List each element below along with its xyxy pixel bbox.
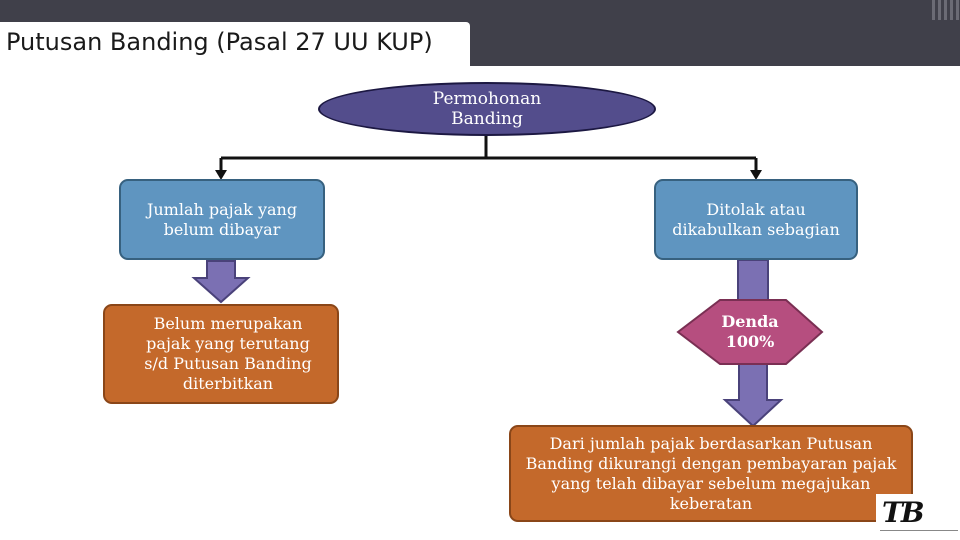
node-jumlah-pajak: Jumlah pajak yang belum dibayar (119, 179, 325, 260)
logo: TB (876, 494, 960, 540)
logo-mark: TB (882, 496, 924, 529)
left-arrowhead (215, 170, 227, 180)
node-ditolak: Ditolak atau dikabulkan sebagian (654, 179, 858, 260)
node-belum-terutang: Belum merupakan pajak yang terutang s/d … (103, 304, 339, 404)
right-block-arrow-lower (722, 355, 784, 428)
left-block-arrow (191, 260, 251, 304)
right-arrowhead (750, 170, 762, 180)
title-bar-accent (932, 0, 960, 20)
slide-title: Putusan Banding (Pasal 27 UU KUP) (0, 22, 470, 66)
logo-underline (880, 530, 958, 537)
node-denda: Denda 100% (721, 312, 779, 351)
node-dari-jumlah-pajak: Dari jumlah pajak berdasarkan Putusan Ba… (509, 425, 913, 522)
penalty-diamond (676, 299, 824, 365)
node-permohonan-banding: Permohonan Banding (318, 82, 656, 136)
